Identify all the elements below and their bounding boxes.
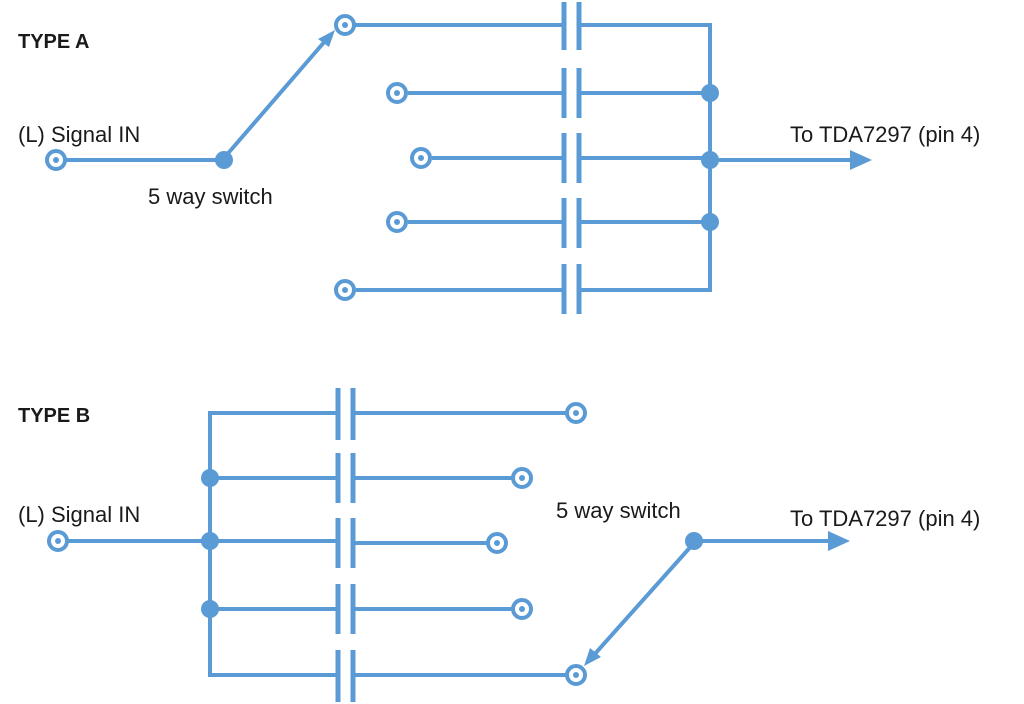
type-a-capacitor-1	[561, 2, 582, 50]
type-b-switch-terminal-5	[565, 664, 587, 686]
type-b-capacitor-2	[335, 453, 356, 503]
type-a-input-label: (L) Signal IN	[18, 122, 140, 147]
type-a-junction-node	[701, 84, 719, 102]
type-a-output-label: To TDA7297 (pin 4)	[790, 122, 980, 147]
type-a-capacitor-2	[561, 68, 582, 118]
type-a-switch-terminal-2	[386, 82, 408, 104]
type-a-capacitor-3	[561, 133, 582, 183]
type-b-junction-node	[201, 600, 219, 618]
type-b-capacitor-3	[335, 518, 356, 568]
type-a-input-terminal	[45, 149, 67, 171]
type-a-junction-node	[701, 213, 719, 231]
type-b-switch-terminal-2	[511, 467, 533, 489]
type-a-capacitor-5	[561, 264, 582, 314]
type-b-capacitor-5	[335, 650, 356, 702]
type-b-junction-node	[201, 532, 219, 550]
type-b-switch-label: 5 way switch	[556, 498, 681, 523]
type-b-diagram: TYPE B (L) Signal IN 5 way switch To TDA…	[18, 388, 980, 702]
type-b-switch-pivot-node	[685, 532, 703, 550]
type-b-switch-terminal-3	[486, 532, 508, 554]
type-b-output-label: To TDA7297 (pin 4)	[790, 506, 980, 531]
type-a-switch-lever	[222, 38, 328, 160]
type-b-output-arrowhead	[828, 531, 850, 551]
type-a-title: TYPE A	[18, 31, 90, 53]
type-b-capacitor-4	[335, 584, 356, 634]
type-a-switch-label: 5 way switch	[148, 184, 273, 209]
type-a-output-arrowhead	[850, 150, 872, 170]
type-a-junction-node	[701, 151, 719, 169]
type-b-title: TYPE B	[18, 405, 90, 427]
type-b-input-label: (L) Signal IN	[18, 502, 140, 527]
type-b-input-terminal	[47, 530, 69, 552]
type-b-switch-lever	[591, 541, 696, 658]
type-a-switch-terminal-3	[410, 147, 432, 169]
type-a-diagram: TYPE A (L) Signal IN 5 way switch To TDA…	[18, 2, 980, 314]
type-b-switch-arrowhead	[584, 648, 601, 666]
type-a-switch-terminal-5	[334, 279, 356, 301]
type-b-capacitor-1	[335, 388, 356, 440]
type-a-switch-terminal-1	[334, 14, 356, 36]
type-b-junction-node	[201, 469, 219, 487]
type-a-switch-arrowhead	[318, 30, 335, 47]
type-b-switch-terminal-4	[511, 598, 533, 620]
type-a-switch-pivot-node	[215, 151, 233, 169]
type-b-switch-terminal-1	[565, 402, 587, 424]
type-a-capacitor-4	[561, 198, 582, 248]
type-a-switch-terminal-4	[386, 211, 408, 233]
